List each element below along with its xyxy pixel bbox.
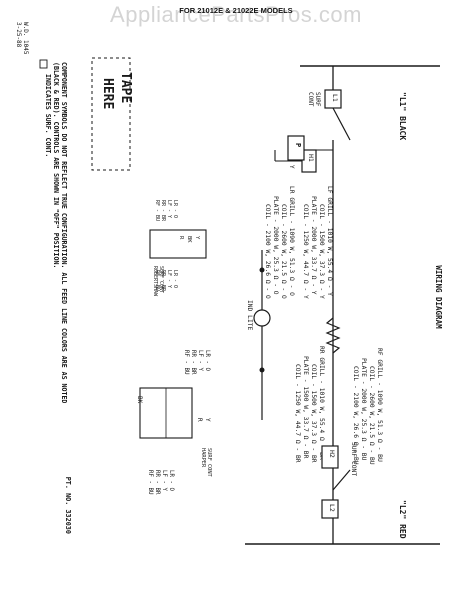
harper-top-term-1: LF - Y <box>197 350 203 371</box>
resistor-symbol <box>325 317 341 354</box>
robertshaw-right-term-3: RF - BU <box>154 270 160 291</box>
lf-elements: LF GRILL - 1010 W, 55.4 Ω - Y COIL - 150… <box>302 186 333 299</box>
robertshaw-left-term-1: LF - Y <box>166 200 172 218</box>
lf-line-1: COIL - 1500 W, 37.3 Ω - Y <box>318 204 325 299</box>
rr-line-0: RR GRILL - 1010 W, 55.4 Ω - BR <box>318 346 325 460</box>
rf-line-1: COIL - 2600 W, 21.5 Ω - BU <box>368 366 375 465</box>
harper-control: BK Y R SURF CONT HARPER LR - O LF - Y RR… <box>136 350 212 495</box>
note-line-2: INDICATES SURF. CONT. <box>44 74 52 157</box>
note-line-1: (BLACK & RED). CONTROLS ARE SHOWN IN "OF… <box>52 62 60 268</box>
rr-elements: RR GRILL - 1010 W, 55.4 Ω - BR COIL - 15… <box>294 346 325 463</box>
ind-lite-label: IND LITE <box>246 300 253 331</box>
lr-line-0: LR GRILL - 1090 W, 51.3 Ω - O <box>288 186 295 296</box>
robertshaw-pin-2: R <box>178 236 184 240</box>
harper-bottom-term-0: LR - O <box>168 470 174 491</box>
l2-label: "L2" RED <box>398 500 407 539</box>
harper-top-term-2: RR - BR <box>190 350 196 375</box>
revision-wd: W.D. 1045 <box>22 22 29 55</box>
rr-line-1: COIL - 1500 W, 37.3 Ω - BR <box>310 364 317 463</box>
h2-label: H2 <box>328 450 336 458</box>
harper-title-0: SURF CONT <box>206 448 212 478</box>
tape-label-1: HERE <box>100 78 115 109</box>
harper-top-term-0: LR - O <box>204 350 210 371</box>
harper-title-1: HARPER <box>200 448 206 468</box>
rf-line-0: RF GRILL - 1090 W, 51.3 Ω - BU <box>376 348 383 462</box>
rf-line-3: COIL - 2100 W, 26.6 Ω - BU <box>352 366 359 465</box>
l2-switch-box <box>321 499 339 519</box>
tape-label-0: TAPE <box>118 72 133 103</box>
robertshaw-left-term-2: RR - BR <box>160 200 166 222</box>
robertshaw-pin-0: Y <box>194 236 200 240</box>
harper-pin-1: Y <box>204 418 211 422</box>
y-label: Y <box>288 165 295 169</box>
diagram-title: WIRING DIAGRAM <box>434 265 443 329</box>
robertshaw-left-term-0: LR - O <box>172 200 178 218</box>
lf-line-3: COIL - 1250 W, 44.7 Ω - Y <box>302 204 309 299</box>
surf-cont-indicator-box <box>39 59 48 69</box>
harper-bottom-term-1: LF - Y <box>161 470 167 491</box>
l2-switch-label: L2 <box>328 504 336 512</box>
surf-cont-top-line1: SURF <box>314 92 321 107</box>
p-box <box>287 135 305 161</box>
surf-cont-top-line2: CONT <box>307 92 314 107</box>
surf-cont-bottom-label: SURF CONT <box>350 442 357 476</box>
lr-elements: LR GRILL - 1090 W, 51.3 Ω - O COIL - 260… <box>264 186 295 299</box>
robertshaw-left-term-3: RF - BU <box>154 200 160 221</box>
models-header: FOR 21012E & 21022E MODELS <box>179 6 293 15</box>
harper-pin-0: BK <box>136 396 143 404</box>
l1-label: "L1" BLACK <box>398 92 407 140</box>
notes: COMPONENT SYMBOLS DO NOT REFLECT TRUE CO… <box>39 59 68 403</box>
l1-switch-arm <box>332 107 351 141</box>
watermark: AppliancePartsPros.com <box>110 2 362 27</box>
revision-date: 3-25-88 <box>15 22 22 48</box>
lr-line-3: COIL - 2100 W, 26.6 Ω - O <box>264 204 271 299</box>
p-label: P <box>294 143 302 147</box>
lr-line-1: COIL - 2600 W, 21.5 Ω - O <box>280 204 287 299</box>
robertshaw-box <box>149 229 207 259</box>
robertshaw-title-1: ROBERTSHAW <box>152 266 158 297</box>
harper-bottom-term-2: RR - BR <box>154 470 160 495</box>
harper-top-term-3: RF - BU <box>183 350 189 375</box>
robertshaw-right-term-0: LR - O <box>172 270 178 288</box>
rotated-diagram: WIRING DIAGRAM "L1" BLACK "L2" RED L1 SU… <box>15 22 443 545</box>
note-line-0: COMPONENT SYMBOLS DO NOT REFLECT TRUE CO… <box>60 62 68 403</box>
harper-pin-2: R <box>196 418 203 422</box>
robertshaw-right-term-1: LF - Y <box>166 270 172 288</box>
harper-bottom-term-3: RF - BU <box>147 470 153 495</box>
robertshaw-title-0: SURF CONT <box>158 266 164 293</box>
tape-here-box <box>91 57 131 171</box>
ind-lite-dot-top <box>259 267 265 273</box>
lr-line-2: PLATE - 2000 W, 25.3 Ω - O <box>272 196 279 295</box>
rf-elements: RF GRILL - 1090 W, 51.3 Ω - BU COIL - 26… <box>352 348 383 465</box>
robertshaw-right-term-2: RR - BR <box>160 270 166 292</box>
lf-line-0: LF GRILL - 1010 W, 55.4 Ω - Y <box>326 186 333 296</box>
l1-switch-label: L1 <box>331 94 339 102</box>
lf-line-2: PLATE - 2000 W, 33.7 Ω - Y <box>310 196 317 295</box>
ind-lite-dot-bottom <box>259 367 265 373</box>
ind-lite-lamp <box>253 309 271 327</box>
h1-label: H1 <box>307 154 315 162</box>
robertshaw-pin-1: BK <box>186 236 192 243</box>
robertshaw-control: Y BK R SURF CONT ROBERTSHAW LR - O LF - … <box>149 200 207 297</box>
rf-line-2: PLATE - 2000 W, 25.3 Ω - BU <box>360 358 367 461</box>
part-number: PT. NO. 332030 <box>64 477 72 534</box>
rr-line-3: COIL - 1250 W, 44.7 Ω - BR <box>294 364 301 463</box>
l2-switch-arm <box>332 469 351 491</box>
h2-box <box>321 445 339 469</box>
rr-line-2: PLATE - 1500 W, 33.7 Ω - BR <box>302 356 309 459</box>
